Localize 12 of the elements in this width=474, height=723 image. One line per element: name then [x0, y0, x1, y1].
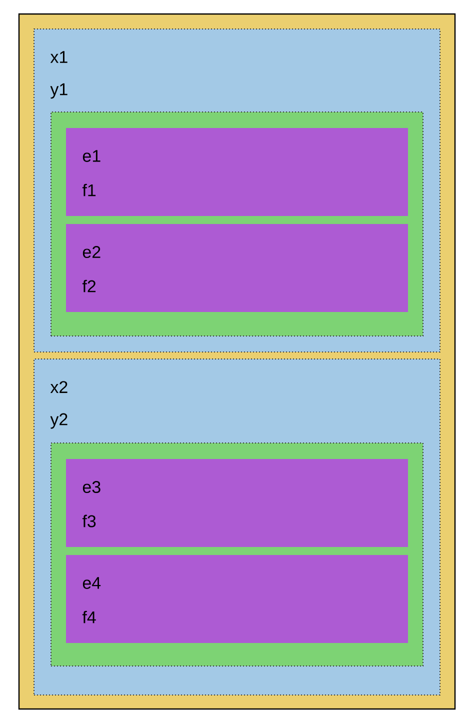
label-text: f3: [82, 514, 96, 528]
label-text: x1: [50, 51, 68, 63]
label-text: f1: [82, 184, 96, 196]
label-text: y2: [50, 413, 68, 429]
label-text: x2: [50, 381, 68, 393]
label-text: f2: [82, 280, 96, 292]
label-text: e2: [82, 246, 100, 258]
label-text: e3: [82, 480, 100, 494]
label-text: e4: [82, 577, 101, 589]
label-text: e1: [82, 150, 100, 162]
label-text: f4: [82, 610, 96, 624]
label-text: y1: [50, 83, 68, 99]
